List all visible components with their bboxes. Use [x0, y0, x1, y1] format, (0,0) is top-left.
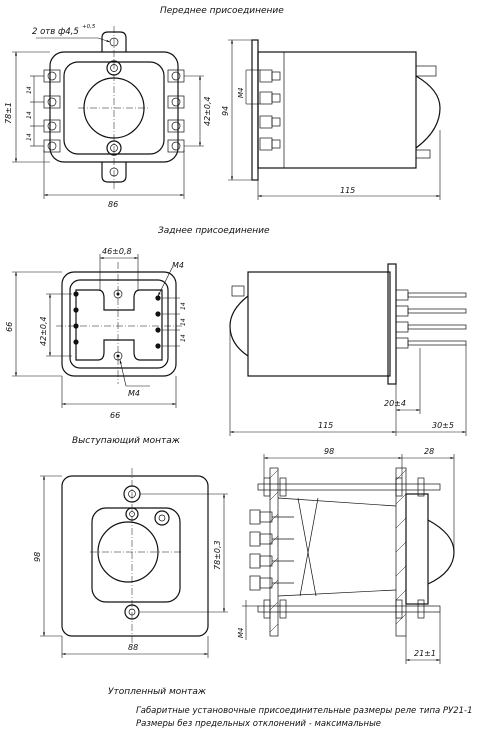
- rear-width-dim: 66: [110, 411, 120, 420]
- front-holes-callout: 2 отв ф4,5: [32, 27, 79, 37]
- title-front-connection: Переднее присоединение: [160, 6, 284, 16]
- front-side-thread: М4: [237, 88, 245, 99]
- front-connection-side-view: [228, 39, 441, 200]
- rear-connection-side-view: [229, 263, 467, 436]
- title-projecting-mount: Выступающий монтаж: [72, 436, 181, 446]
- panel-pitch-dim: 78±0,3: [213, 540, 222, 570]
- front-connection-front-view: [12, 26, 204, 199]
- rear-side-overhang: 30±5: [432, 421, 454, 430]
- rear-width-top-dim: 46±0,8: [102, 247, 132, 256]
- title-rear-connection: Заднее присоединение: [158, 226, 270, 236]
- rear-side-length-dim: 115: [318, 421, 333, 430]
- rear-thread-top: М4: [172, 261, 184, 270]
- rear-pitch-dim: 42±0,4: [39, 316, 48, 346]
- panel-mount-front-view: [40, 468, 228, 658]
- rear-thread-bottom: М4: [128, 389, 140, 398]
- front-side-height-dim: 94: [221, 106, 230, 116]
- rear-height-dim: 66: [5, 322, 14, 332]
- caption-line-1: Габаритные установочные присоединительны…: [136, 706, 473, 716]
- panel-side-depth-dim: 28: [424, 447, 434, 456]
- panel-mount-side-view: [242, 454, 455, 664]
- front-pin-step-2: 14: [26, 111, 33, 119]
- rear-connection-rear-view: [12, 254, 182, 408]
- front-pin-step-3: 14: [26, 133, 33, 141]
- front-height-dim: 78±1: [4, 102, 13, 124]
- caption-line-2: Размеры без предельных отклонений - макс…: [136, 719, 381, 729]
- panel-side-bottom-dim: 21±1: [414, 649, 436, 658]
- rear-pin-step-2: 14: [180, 318, 187, 326]
- panel-side-width-dim: 98: [324, 447, 334, 456]
- rear-side-pin-len: 20±4: [384, 399, 406, 408]
- panel-width-dim: 88: [128, 643, 138, 652]
- title-flush-mount: Утопленный монтаж: [108, 687, 207, 697]
- front-side-length-dim: 115: [340, 186, 355, 195]
- panel-side-thread: М4: [237, 628, 245, 639]
- rear-pin-step-1: 14: [180, 302, 187, 310]
- front-pin-step-1: 14: [26, 86, 33, 94]
- panel-height-dim: 98: [33, 552, 42, 562]
- front-pitch-dim: 42±0,4: [203, 96, 212, 126]
- front-holes-tolerance: +0,5: [82, 24, 96, 30]
- rear-pin-step-3: 14: [180, 334, 187, 342]
- front-width-dim: 86: [108, 200, 118, 209]
